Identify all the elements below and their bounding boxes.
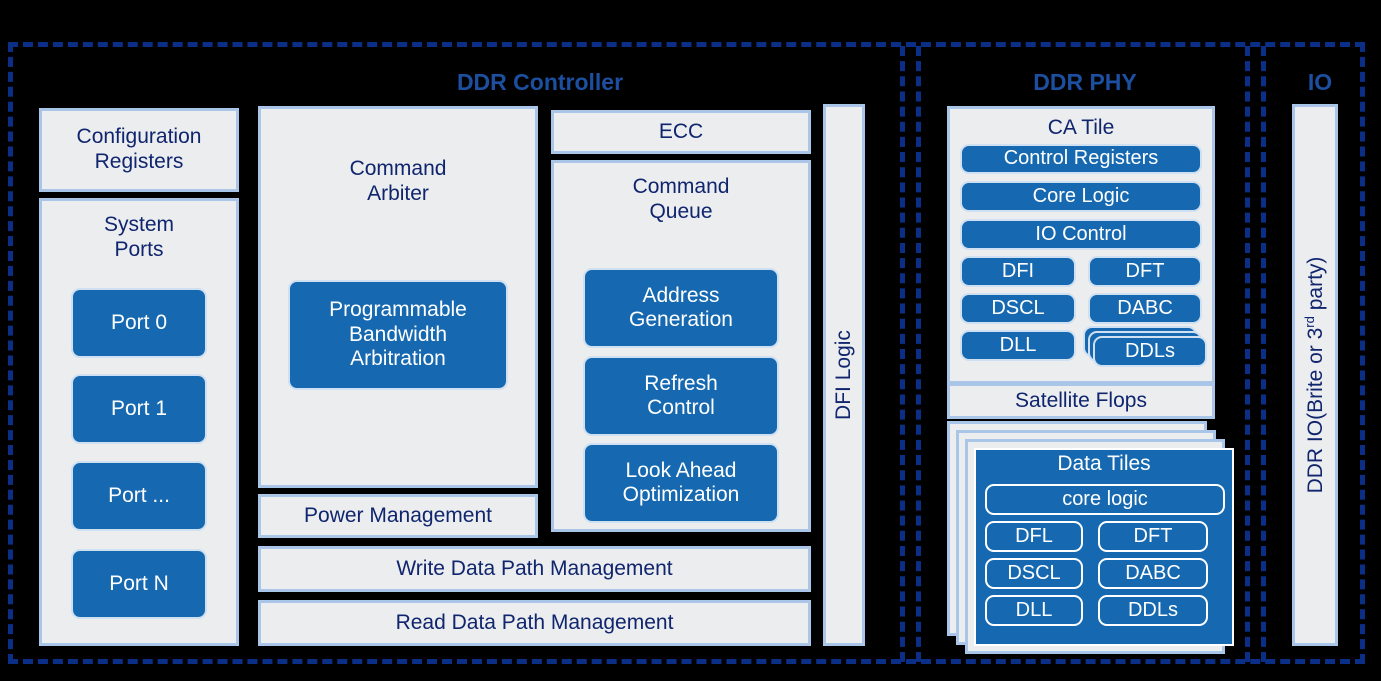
configuration-registers-label: Configuration Registers — [76, 125, 202, 173]
ca-dll-chip[interactable]: DLL — [960, 330, 1076, 361]
controller-phy-divider-right — [916, 46, 921, 662]
refresh-control-chip[interactable]: Refresh Control — [583, 356, 779, 436]
satellite-flops-label: Satellite Flops — [1015, 388, 1147, 412]
section-title-ddr-phy: DDR PHY — [1033, 69, 1137, 95]
port-ellipsis-chip[interactable]: Port ... — [71, 461, 207, 531]
port-n-chip[interactable]: Port N — [71, 549, 207, 619]
read-data-path-management-block[interactable]: Read Data Path Management — [258, 600, 811, 646]
command-arbiter-label: Command Arbiter — [349, 157, 447, 205]
port-1-chip[interactable]: Port 1 — [71, 374, 207, 444]
ca-dscl-chip[interactable]: DSCL — [960, 293, 1076, 324]
ddr-io-prefix: DDR IO(Brite or 3 — [1304, 327, 1327, 494]
ca-dft-chip[interactable]: DFT — [1088, 256, 1202, 287]
programmable-bandwidth-arbitration-chip[interactable]: Programmable Bandwidth Arbitration — [288, 280, 508, 390]
ca-dfi-chip[interactable]: DFI — [960, 256, 1076, 287]
satellite-flops-block[interactable]: Satellite Flops — [947, 383, 1215, 419]
controller-phy-divider-left — [900, 46, 905, 662]
phy-io-divider-right — [1261, 46, 1266, 662]
section-title-io: IO — [1307, 69, 1333, 95]
read-data-path-management-label: Read Data Path Management — [395, 610, 674, 634]
ca-control-registers-chip[interactable]: Control Registers — [960, 144, 1202, 174]
dfi-logic-block[interactable] — [823, 104, 865, 646]
configuration-registers-block[interactable]: Configuration Registers — [39, 108, 239, 192]
port-0-chip[interactable]: Port 0 — [71, 288, 207, 358]
write-data-path-management-label: Write Data Path Management — [396, 556, 673, 580]
dt-dabc-chip[interactable]: DABC — [1098, 558, 1208, 589]
section-title-ddr-controller: DDR Controller — [456, 69, 624, 95]
ca-tile-label: CA Tile — [1047, 116, 1115, 139]
ddr-io-superscript: rd — [1302, 316, 1317, 328]
ca-ddls-chip[interactable]: DDLs — [1093, 336, 1207, 367]
power-management-block[interactable]: Power Management — [258, 494, 538, 538]
dfi-logic-label: DFI Logic — [832, 330, 855, 420]
ecc-block[interactable]: ECC — [551, 110, 811, 154]
ca-io-control-chip[interactable]: IO Control — [960, 219, 1202, 250]
address-generation-chip[interactable]: Address Generation — [583, 268, 779, 348]
dt-core-logic-chip[interactable]: core logic — [985, 484, 1225, 515]
dt-dscl-chip[interactable]: DSCL — [985, 558, 1083, 589]
ddr-io-label: DDR IO(Brite or 3rd party) — [1302, 257, 1328, 494]
dt-dll-chip[interactable]: DLL — [985, 595, 1083, 626]
look-ahead-optimization-chip[interactable]: Look Ahead Optimization — [583, 443, 779, 523]
ca-core-logic-chip[interactable]: Core Logic — [960, 181, 1202, 212]
dt-dft-chip[interactable]: DFT — [1098, 521, 1208, 552]
ddr-io-block[interactable] — [1292, 104, 1338, 646]
dt-ddls-chip[interactable]: DDLs — [1098, 595, 1208, 626]
ddr-io-suffix: party) — [1304, 256, 1327, 317]
power-management-label: Power Management — [304, 503, 492, 527]
dt-dfl-chip[interactable]: DFL — [985, 521, 1083, 552]
ca-dabc-chip[interactable]: DABC — [1088, 293, 1202, 324]
ecc-label: ECC — [658, 119, 704, 143]
phy-io-divider-left — [1245, 46, 1250, 662]
write-data-path-management-block[interactable]: Write Data Path Management — [258, 546, 811, 592]
command-queue-label: Command Queue — [632, 175, 730, 223]
data-tiles-label: Data Tiles — [1057, 452, 1151, 475]
system-ports-label: System Ports — [103, 213, 174, 261]
